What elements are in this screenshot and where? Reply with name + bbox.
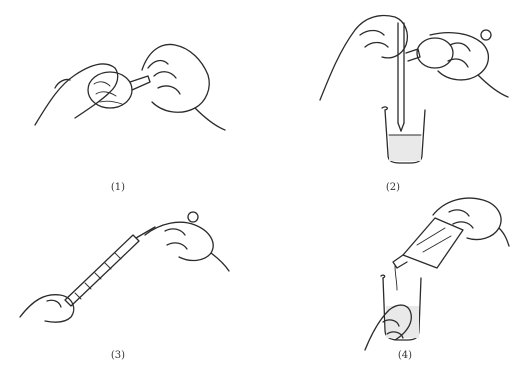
panel-2-illustration	[310, 5, 510, 170]
panel-4-illustration	[345, 190, 510, 350]
caption-3: (3)	[98, 350, 138, 361]
panel-3-illustration	[15, 205, 235, 325]
caption-4: (4)	[385, 350, 425, 361]
panel-1-illustration	[30, 30, 230, 140]
caption-1: (1)	[98, 182, 138, 193]
